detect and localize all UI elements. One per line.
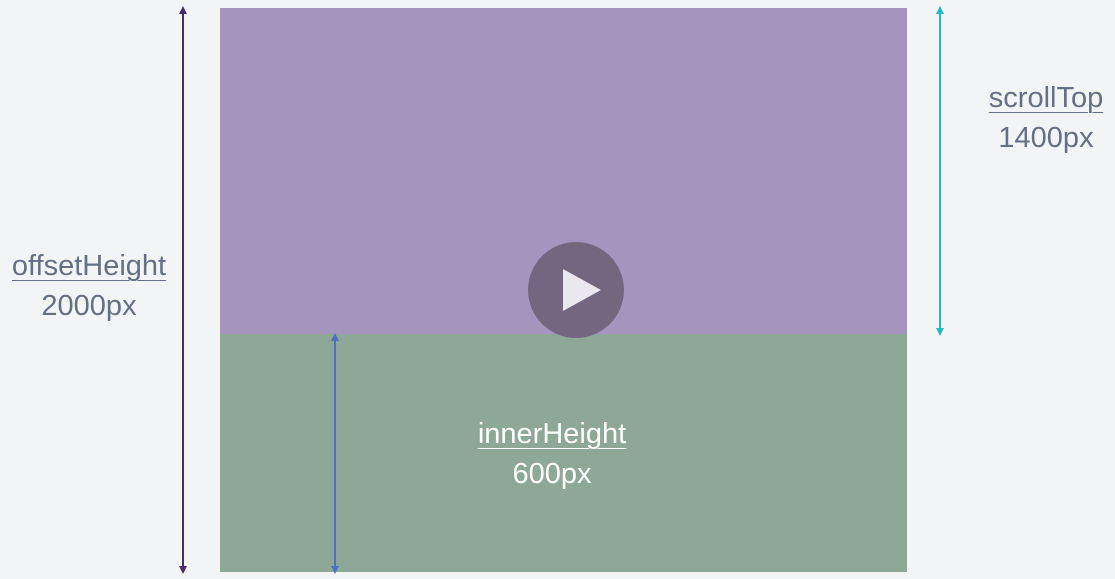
offset-height-name: offsetHeight [11, 250, 167, 282]
offset-height-value: 2000px [41, 290, 137, 322]
scroll-top-value: 1400px [998, 122, 1094, 154]
play-icon [563, 269, 601, 311]
inner-height-value: 600px [512, 458, 592, 490]
scroll-top-label: scrollTop 1400px [978, 78, 1114, 158]
inner-height-name: innerHeight [477, 418, 627, 450]
offset-height-label: offsetHeight 2000px [0, 246, 178, 326]
play-button[interactable] [528, 242, 624, 338]
inner-height-label: innerHeight 600px [452, 414, 652, 494]
scroll-top-name: scrollTop [988, 82, 1104, 114]
